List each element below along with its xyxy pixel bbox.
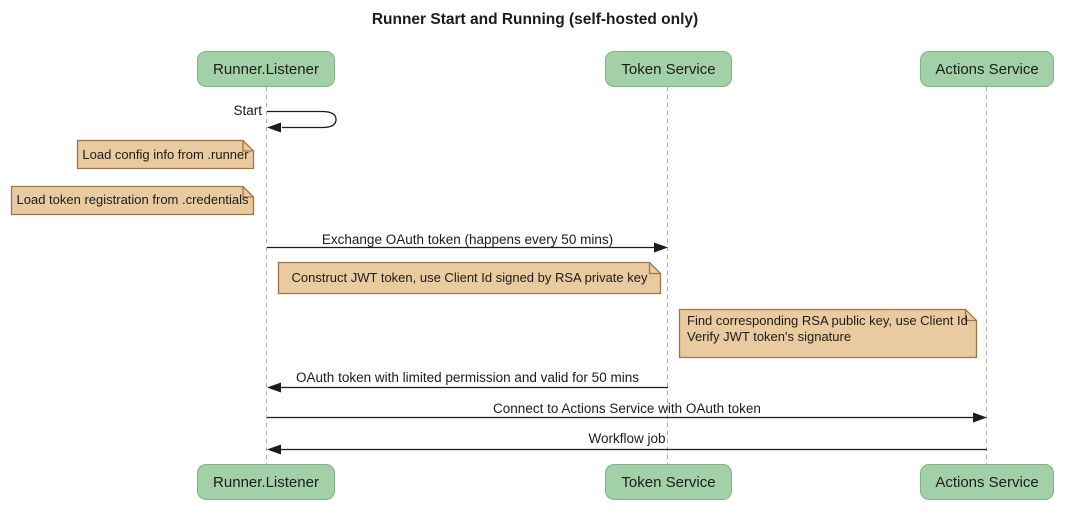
arrowhead-right-icon [973, 412, 987, 423]
message-label-exchange-oauth: Exchange OAuth token (happens every 50 m… [321, 232, 614, 247]
note-load-config: Load config info from .runner [82, 147, 249, 162]
participant-label: Token Service [621, 60, 716, 78]
note-verify-jwt: Find corresponding RSA public key, use C… [687, 313, 968, 344]
participant-actions-service-bottom: Actions Service [920, 464, 1054, 500]
participant-actions-service-top: Actions Service [920, 51, 1054, 87]
note-verify-jwt-line-1: Find corresponding RSA public key, use C… [687, 313, 968, 328]
message-label-workflow-job: Workflow job [588, 431, 666, 446]
note-load-token-registration: Load token registration from .credential… [16, 192, 249, 207]
message-label-start: Start [233, 103, 262, 118]
note-fold-icon [242, 140, 254, 152]
arrowhead-right-icon [654, 242, 668, 253]
message-label-connect-actions: Connect to Actions Service with OAuth to… [493, 401, 761, 416]
participant-label: Runner.Listener [213, 473, 319, 491]
participant-label: Actions Service [935, 60, 1039, 78]
participant-label: Token Service [621, 473, 716, 491]
note-fold-icon [964, 309, 977, 322]
note-fold-icon [242, 186, 254, 198]
note-shape-load-token-registration [10, 185, 255, 216]
note-shape-construct-jwt [277, 261, 662, 295]
note-construct-jwt: Construct JWT token, use Client Id signe… [291, 270, 648, 285]
arrowhead-left-icon [267, 382, 281, 393]
note-verify-jwt-line-2: Verify JWT token's signature [687, 328, 852, 344]
participant-runner-listener-top: Runner.Listener [197, 51, 335, 87]
participant-label: Actions Service [935, 473, 1039, 491]
diagram-title: Runner Start and Running (self-hosted on… [371, 11, 699, 28]
participant-runner-listener-bottom: Runner.Listener [197, 464, 335, 500]
message-label-oauth-token-return: OAuth token with limited permission and … [296, 370, 639, 385]
note-shape-load-config [76, 139, 255, 170]
participant-token-service-top: Token Service [605, 51, 732, 87]
note-fold-icon [648, 262, 661, 275]
arrowhead-left-icon [267, 122, 281, 133]
participant-label: Runner.Listener [213, 60, 319, 78]
participant-token-service-bottom: Token Service [605, 464, 732, 500]
self-message-loop-start [267, 110, 337, 129]
note-shape-verify-jwt [678, 308, 978, 359]
arrowhead-left-icon [267, 444, 281, 455]
